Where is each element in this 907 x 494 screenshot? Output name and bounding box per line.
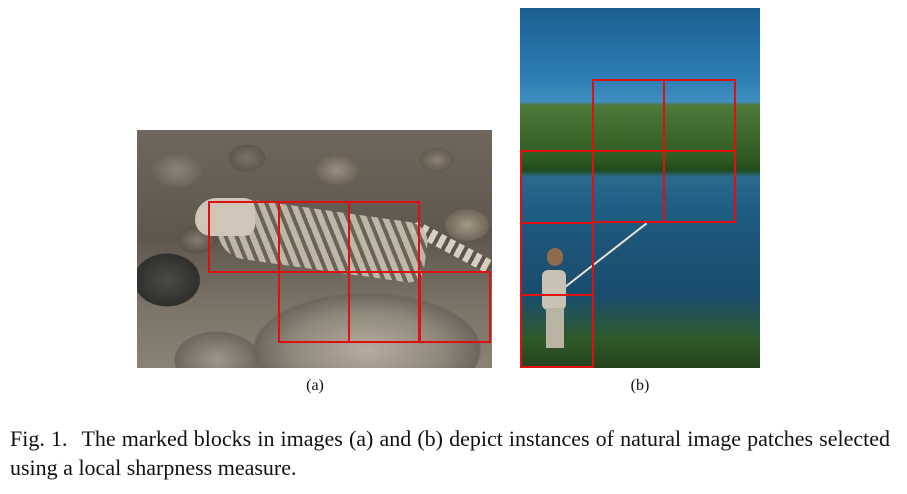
marked-block: [663, 79, 736, 152]
fisherman-legs: [546, 308, 564, 348]
marked-block: [348, 201, 420, 273]
panel-label-a: (a): [306, 377, 324, 394]
marked-block: [520, 150, 594, 224]
marked-block: [278, 201, 350, 273]
figure-image-a: [137, 130, 492, 368]
fisherman-head: [547, 248, 563, 266]
fisherman-body: [542, 270, 566, 310]
marked-block: [419, 271, 491, 343]
marked-block: [592, 150, 665, 223]
marked-block: [278, 271, 350, 343]
lizard-head: [195, 198, 255, 236]
marked-block: [520, 222, 594, 296]
marked-block: [348, 271, 420, 343]
figure-caption: Fig. 1.The marked blocks in images (a) a…: [10, 424, 890, 482]
caption-label: Fig. 1.: [10, 426, 68, 451]
marked-block: [520, 294, 594, 368]
marked-block: [208, 201, 280, 273]
panel-label-b: (b): [630, 377, 650, 394]
marked-block: [663, 150, 736, 223]
marked-block: [592, 79, 665, 152]
caption-text: The marked blocks in images (a) and (b) …: [10, 426, 890, 480]
figure-image-b: [520, 8, 760, 368]
